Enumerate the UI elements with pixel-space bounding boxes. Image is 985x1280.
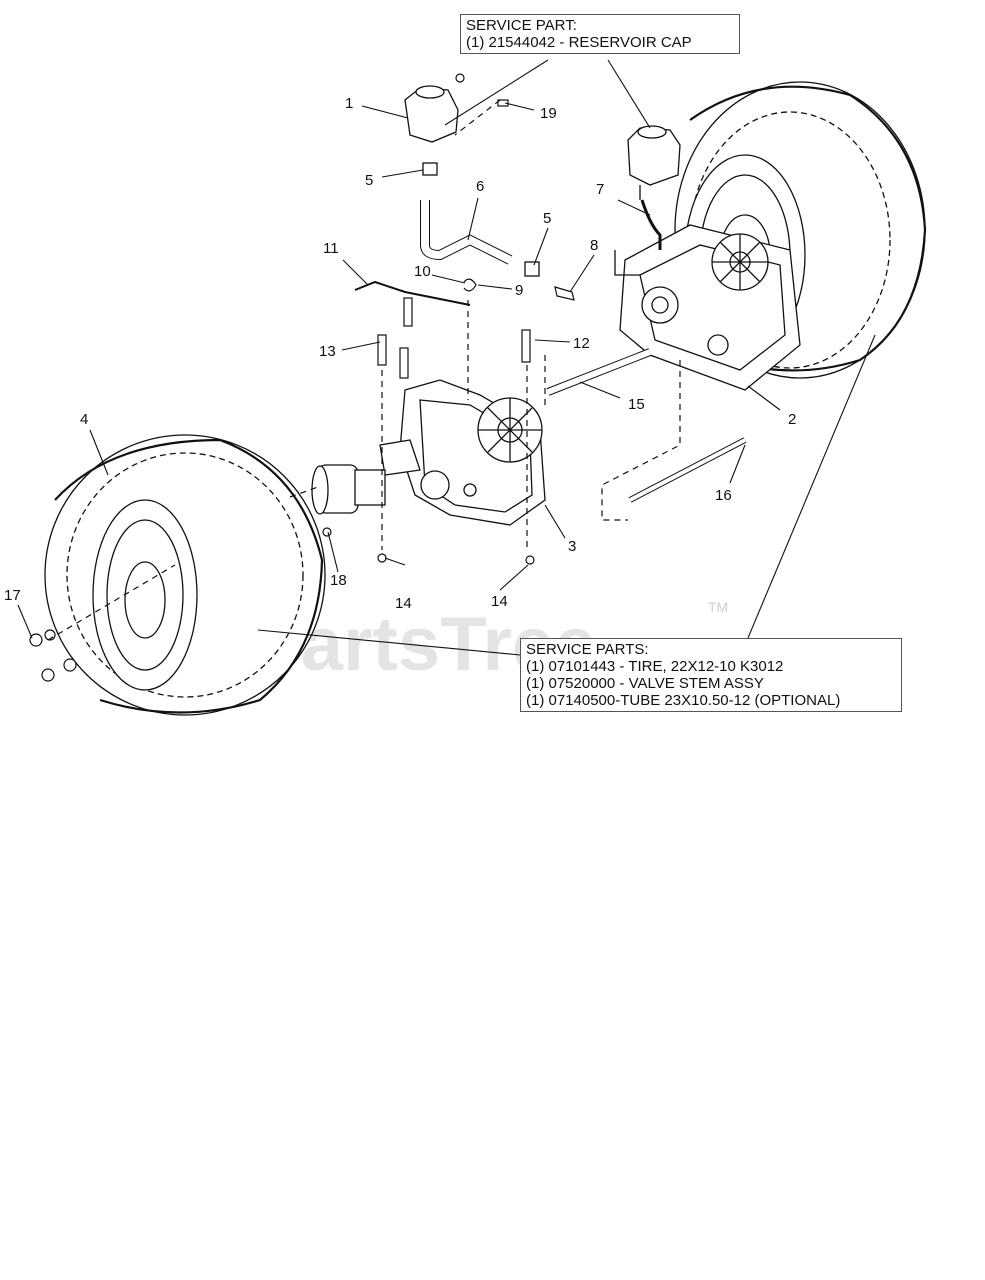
- callout-16: 16: [715, 487, 732, 504]
- callout-17: 17: [4, 587, 21, 604]
- right-transaxle: [614, 224, 801, 391]
- service-part-item: (1) 21544042 - RESERVOIR CAP: [466, 34, 692, 51]
- callout-5a: 5: [365, 172, 373, 189]
- callout-11: 11: [323, 240, 339, 257]
- service-parts-item-tube: (1) 07140500-TUBE 23X10.50-12 (OPTIONAL): [526, 692, 841, 709]
- service-parts-item-valve: (1) 07520000 - VALVE STEM ASSY: [526, 675, 764, 692]
- callout-8: 8: [590, 237, 598, 254]
- service-parts-item-tire: (1) 07101443 - TIRE, 22X12-10 K3012: [526, 658, 784, 675]
- callout-2: 2: [788, 411, 796, 428]
- callout-12: 12: [573, 335, 590, 352]
- callout-3: 3: [568, 538, 576, 555]
- service-part-box: SERVICE PART: (1) 21544042 - RESERVOIR C…: [460, 14, 740, 54]
- callout-6: 6: [476, 178, 484, 195]
- leader-lines: [17, 59, 876, 656]
- watermark-tm: TM: [708, 599, 728, 615]
- callout-13: 13: [319, 343, 336, 360]
- service-parts-box: SERVICE PARTS: (1) 07101443 - TIRE, 22X1…: [520, 638, 902, 712]
- callout-7: 7: [596, 181, 604, 198]
- assembly-lines: [47, 99, 681, 641]
- callout-14a: 14: [395, 595, 412, 612]
- callout-1: 1: [345, 95, 353, 112]
- callout-19: 19: [540, 105, 557, 122]
- left-hub: [311, 464, 386, 515]
- hose: [420, 162, 540, 277]
- callout-5b: 5: [543, 210, 551, 227]
- right-reservoir: [627, 125, 681, 250]
- service-part-heading: SERVICE PART:: [466, 17, 577, 34]
- left-tire: [44, 434, 326, 716]
- callout-9: 9: [515, 282, 523, 299]
- left-reservoir: [404, 85, 459, 143]
- callout-10: 10: [414, 263, 431, 280]
- callout-18: 18: [330, 572, 347, 589]
- callout-15: 15: [628, 396, 645, 413]
- callout-4: 4: [80, 411, 88, 428]
- callout-14b: 14: [491, 593, 508, 610]
- small-parts: [29, 73, 747, 682]
- center-transaxle: [379, 379, 546, 526]
- service-parts-heading: SERVICE PARTS:: [526, 641, 649, 658]
